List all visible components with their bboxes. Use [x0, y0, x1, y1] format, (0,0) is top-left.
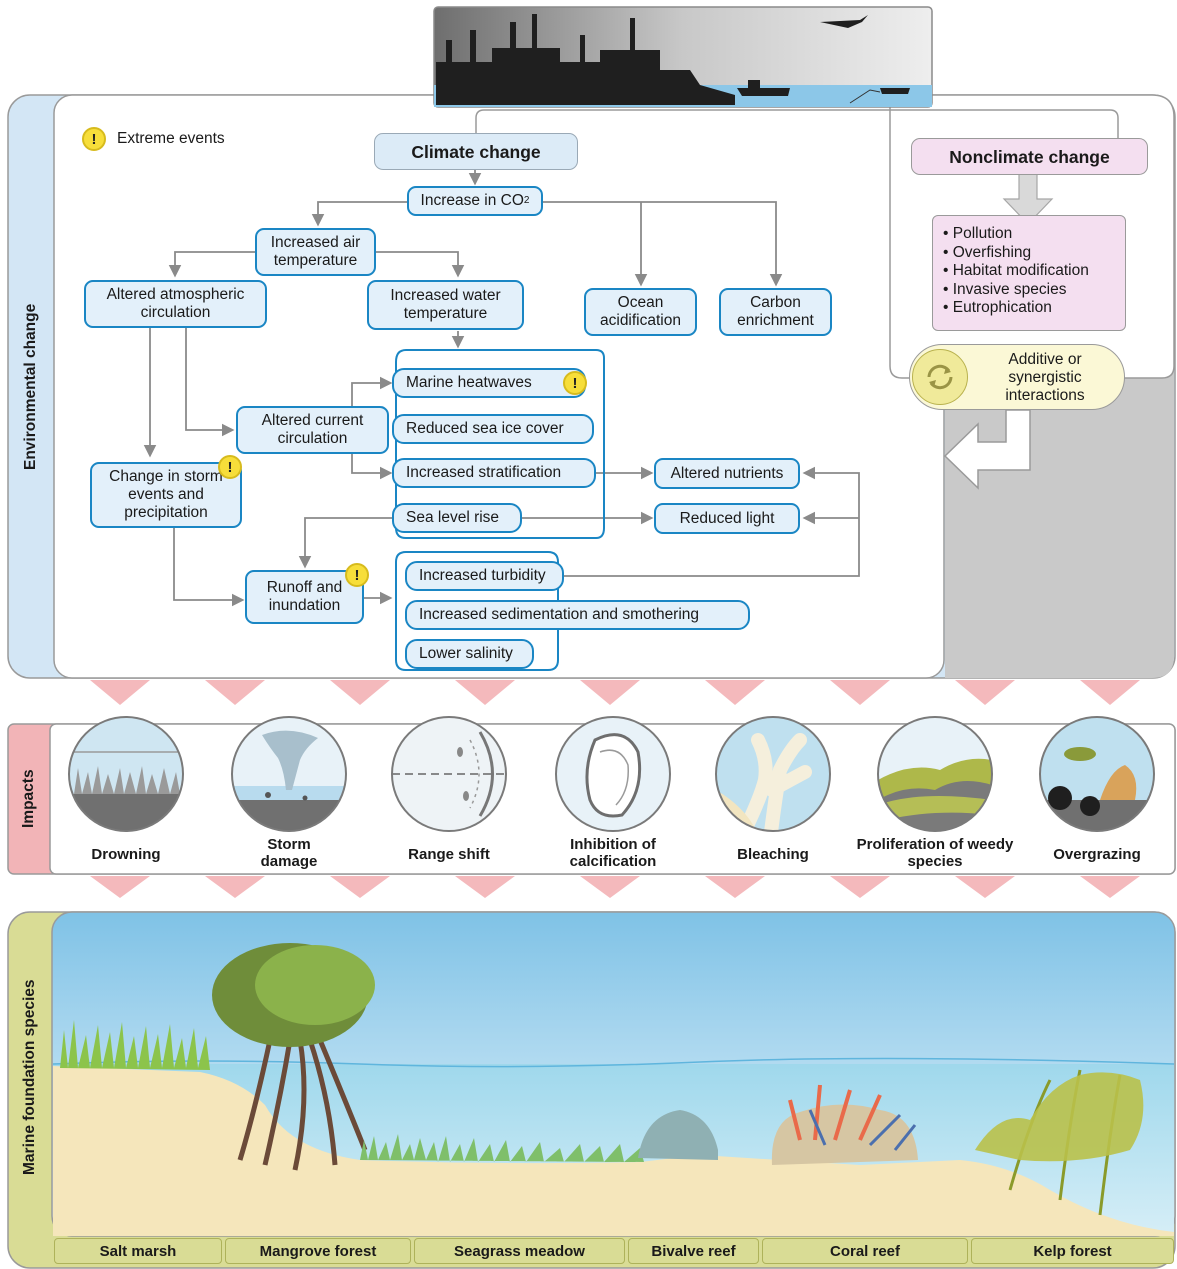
- impact-label-weedy-species: Proliferation of weedy species: [856, 836, 1014, 870]
- shell-icon: [555, 716, 671, 832]
- nonclimate-change-title: Nonclimate change: [911, 138, 1148, 175]
- range-shift-icon: [391, 716, 507, 832]
- foundation-species-label: Marine foundation species: [21, 979, 38, 1175]
- lower-salinity-box: Lower salinity: [405, 639, 534, 669]
- carbon-enrichment-box: Carbon enrichment: [719, 288, 832, 336]
- impact-label-drowning: Drowning: [91, 846, 161, 863]
- species-salt-marsh: Salt marsh: [54, 1238, 222, 1264]
- flow-arrows: [143, 170, 860, 607]
- marine-heatwaves-box: Marine heatwaves: [392, 368, 586, 398]
- list-item: • Invasive species: [943, 280, 1067, 298]
- increased-air-temperature-box: Increased air temperature: [255, 228, 376, 276]
- weedy-species-icon: [877, 716, 993, 832]
- list-item: • Pollution: [943, 225, 1013, 242]
- impact-label-bleaching: Bleaching: [737, 846, 809, 863]
- reduced-light-box: Reduced light: [654, 503, 800, 534]
- reduced-sea-ice-cover-box: Reduced sea ice cover: [392, 414, 594, 444]
- interactions-label: Additive or synergistic interactions: [1005, 351, 1085, 404]
- overgrazing-icon: [1039, 716, 1155, 832]
- exclamation-icon: !: [82, 127, 106, 151]
- increased-stratification-box: Increased stratification: [392, 458, 596, 488]
- species-coral-reef: Coral reef: [762, 1238, 968, 1264]
- foundation-panel: [7, 911, 1176, 1269]
- bleached-coral-icon: [715, 716, 831, 832]
- environmental-change-label: Environmental change: [22, 303, 39, 470]
- increased-water-temperature-box: Increased water temperature: [367, 280, 524, 330]
- impacts-label: Impacts: [20, 769, 37, 829]
- runoff-extreme-icon: !: [345, 563, 369, 587]
- runoff-and-inundation-box: Runoff and inundation: [245, 570, 364, 624]
- impact-label-storm-damage: Storm damage: [260, 836, 318, 870]
- list-item: • Eutrophication: [943, 299, 1052, 316]
- co2-subscript: 2: [523, 195, 530, 206]
- sea-level-rise-box: Sea level rise: [392, 503, 522, 533]
- ocean-acidification-box: Ocean acidification: [584, 288, 697, 336]
- change-in-storm-events-box: Change in storm events and precipitation: [90, 462, 242, 528]
- storm-extreme-icon: !: [218, 455, 242, 479]
- list-item: • Overfishing: [943, 243, 1032, 261]
- heatwave-extreme-icon: !: [563, 371, 587, 395]
- flow-group-outlines: [395, 349, 605, 671]
- altered-nutrients-box: Altered nutrients: [654, 458, 800, 489]
- increased-turbidity-box: Increased turbidity: [405, 561, 564, 591]
- emissions-illustration: [433, 6, 933, 108]
- extreme-events-label: Extreme events: [117, 130, 225, 147]
- climate-change-title: Climate change: [374, 133, 578, 170]
- increased-sedimentation-box: Increased sedimentation and smothering: [405, 600, 750, 630]
- species-kelp-forest: Kelp forest: [971, 1238, 1174, 1264]
- species-bivalve-reef: Bivalve reef: [628, 1238, 759, 1264]
- list-item: • Habitat modification: [943, 262, 1089, 279]
- impact-label-range-shift: Range shift: [408, 846, 490, 863]
- altered-atmospheric-circulation-box: Altered atmospheric circulation: [84, 280, 267, 328]
- species-seagrass-meadow: Seagrass meadow: [414, 1238, 625, 1264]
- impact-label-overgrazing: Overgrazing: [1053, 846, 1141, 863]
- altered-current-circulation-box: Altered current circulation: [236, 406, 389, 454]
- nonclimate-list: • Pollution • Overfishing • Habitat modi…: [932, 215, 1126, 331]
- synergy-icon: [912, 349, 968, 405]
- increase-co2-text: Increase in CO: [420, 192, 524, 209]
- impact-label-calcification: Inhibition of calcification: [569, 836, 657, 870]
- species-mangrove-forest: Mangrove forest: [225, 1238, 411, 1264]
- synergy-arrows-icon: [927, 364, 953, 390]
